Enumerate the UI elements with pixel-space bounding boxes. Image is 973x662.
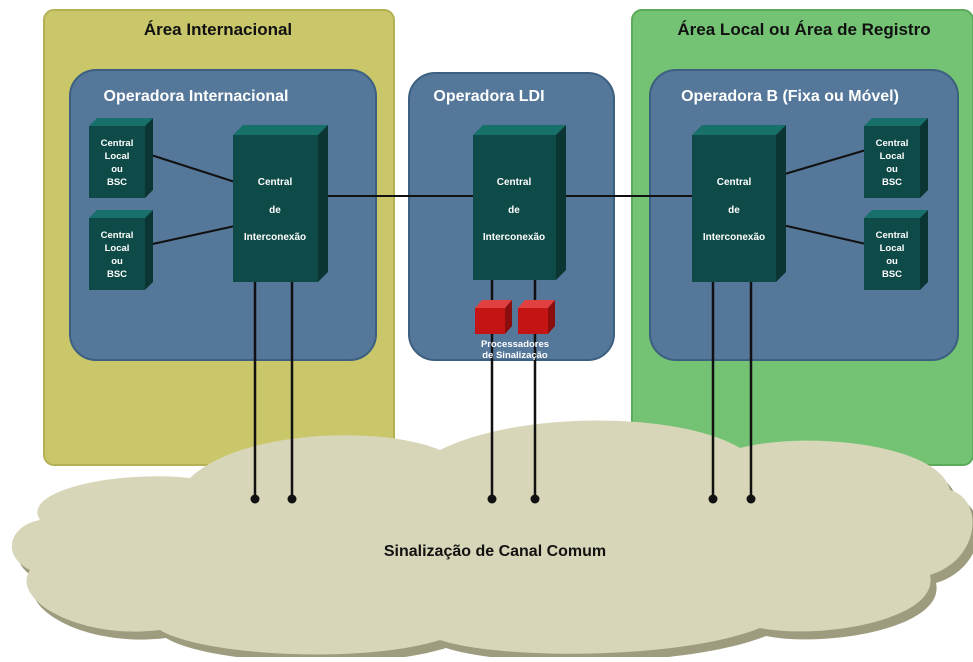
local-central-label: BSC [882, 177, 902, 188]
central-label: Interconexão [483, 232, 545, 243]
central-label: Interconexão [244, 232, 306, 243]
endpoint-dot [250, 494, 260, 504]
local-central-label: Central [876, 138, 909, 149]
local-central-label: Central [101, 230, 134, 241]
local-central-label: Central [876, 230, 909, 241]
operator-b-title: Operadora B (Fixa ou Móvel) [681, 88, 899, 105]
operator-ldi-title: Operadora LDI [433, 88, 544, 105]
central-label: Interconexão [703, 232, 765, 243]
local-central-label: Local [105, 243, 130, 254]
endpoint-dot [708, 494, 718, 504]
endpoint-dot [746, 494, 756, 504]
signaling-endpoints [250, 494, 756, 504]
endpoint-dot [287, 494, 297, 504]
central-label: Central [717, 177, 752, 188]
endpoint-dot [487, 494, 497, 504]
central-label: Central [497, 177, 532, 188]
central-interconexao-b: Central de Interconexão [692, 125, 786, 282]
network-label: Sinalização de Canal Comum [384, 543, 606, 560]
trunk-lines [147, 149, 867, 246]
local-central-label: BSC [107, 269, 127, 280]
local-central-label: ou [886, 164, 898, 175]
link-b-local1 [777, 149, 867, 177]
local-central-label: ou [886, 256, 898, 267]
local-area-title: Área Local ou Área de Registro [677, 20, 930, 39]
central-local-international-1: Central Local ou BSC [89, 118, 153, 198]
signaling-processor-1 [475, 300, 512, 334]
central-local-b-1: Central Local ou BSC [864, 118, 928, 198]
international-area-title: Área Internacional [144, 20, 292, 39]
central-local-international-2: Central Local ou BSC [89, 210, 153, 290]
signaling-processors-label-1: Processadores [481, 339, 549, 350]
local-central-label: Local [880, 243, 905, 254]
central-interconexao-international: Central de Interconexão [233, 125, 328, 282]
signaling-processor-2 [518, 300, 555, 334]
local-central-label: Local [105, 151, 130, 162]
central-label: de [728, 205, 740, 216]
link-local1-international [147, 153, 236, 183]
local-central-label: Local [880, 151, 905, 162]
central-interconexao-ldi: Central de Interconexão [473, 125, 566, 280]
common-channel-signaling-cloud: Sinalização de Canal Comum [11, 420, 973, 662]
local-central-label: BSC [882, 269, 902, 280]
central-local-b-2: Central Local ou BSC [864, 210, 928, 290]
local-central-label: ou [111, 256, 123, 267]
link-local2-international [147, 225, 236, 246]
signaling-processors-label-2: de Sinalização [482, 350, 548, 361]
link-b-local2 [777, 223, 867, 245]
central-label: de [508, 205, 520, 216]
endpoint-dot [530, 494, 540, 504]
central-label: Central [258, 177, 293, 188]
central-label: de [269, 205, 281, 216]
local-central-label: ou [111, 164, 123, 175]
local-central-label: Central [101, 138, 134, 149]
local-central-label: BSC [107, 177, 127, 188]
operator-international-title: Operadora Internacional [104, 88, 289, 105]
